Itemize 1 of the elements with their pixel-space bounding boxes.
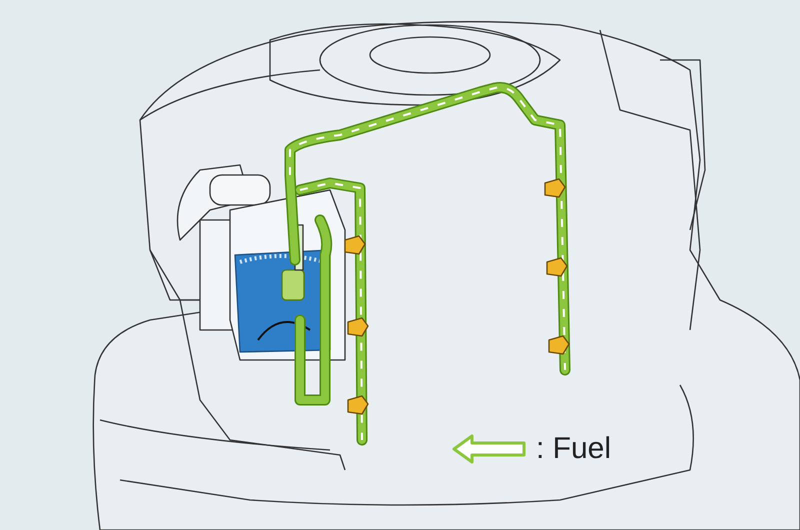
legend-label: : Fuel — [536, 432, 612, 466]
